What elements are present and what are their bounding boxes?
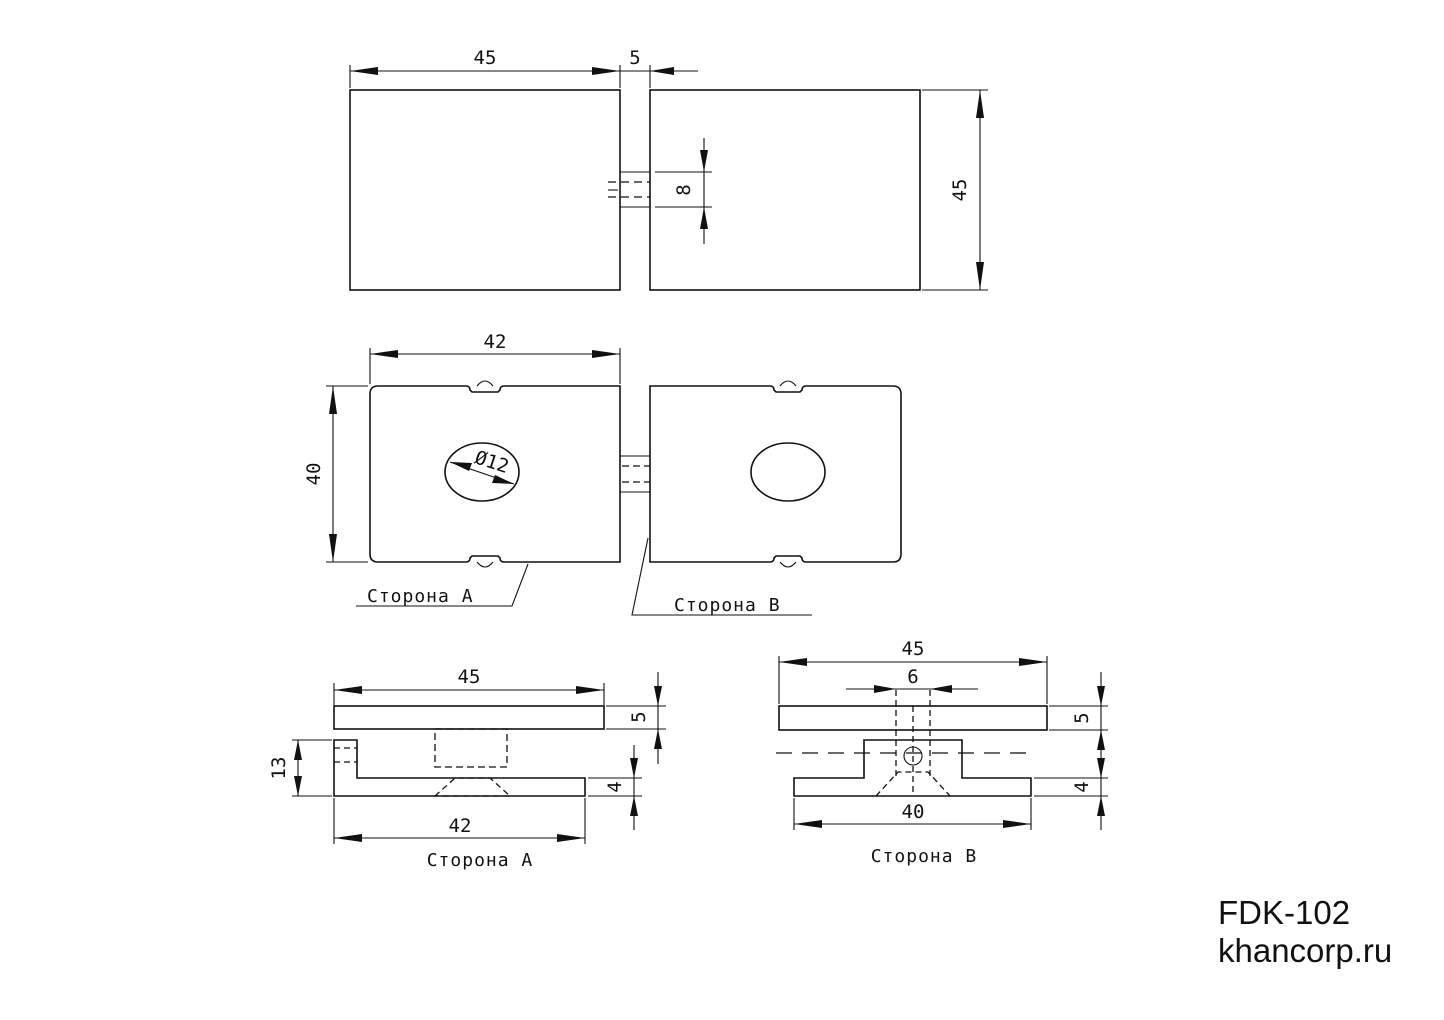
section-b-clamp-body xyxy=(793,739,1032,797)
section-b: 45 6 5 4 40 Сторона B xyxy=(776,638,1108,867)
front-dim-width: 42 xyxy=(369,331,621,384)
front-dim-hole-text: Ø12 xyxy=(472,447,511,479)
model-number: FDK-102 xyxy=(1218,894,1351,931)
front-dim-height: 40 xyxy=(303,385,368,563)
section-a-hidden-boss xyxy=(434,728,508,768)
front-hole-b xyxy=(750,442,826,502)
front-plate-b-bottom-notch xyxy=(779,561,797,568)
section-a: 45 5 13 4 42 Сторона A xyxy=(268,666,666,871)
front-dim-width-text: 42 xyxy=(484,331,507,353)
front-label-side-a: Сторона A xyxy=(356,563,529,607)
top-dim-width-text: 45 xyxy=(474,47,497,69)
top-view-pin xyxy=(608,171,650,208)
front-plate-a xyxy=(369,385,621,563)
section-a-label: Сторона A xyxy=(427,850,534,871)
section-b-dim-slot-text: 6 xyxy=(907,666,918,688)
front-plate-a-bottom-notch xyxy=(476,561,494,568)
section-a-countersink xyxy=(433,777,512,797)
section-a-dim-base-text: 4 xyxy=(604,781,626,792)
top-dim-height: 45 xyxy=(922,89,988,291)
top-dim-pin-text: 8 xyxy=(673,184,695,195)
front-plate-b-top-notch xyxy=(779,380,797,387)
front-dim-height-text: 40 xyxy=(303,463,325,486)
top-dim-gap: 5 xyxy=(620,47,698,88)
top-dim-width: 45 xyxy=(349,47,621,88)
front-label-side-b-text: Сторона B xyxy=(674,595,781,616)
top-dim-pin: 8 xyxy=(655,138,712,244)
section-b-countersink xyxy=(875,771,951,797)
section-a-glass-plate xyxy=(333,705,605,730)
front-plate-b xyxy=(649,385,902,563)
section-b-dim-top-text: 45 xyxy=(902,638,925,660)
section-b-dim-base-text: 4 xyxy=(1071,781,1093,792)
section-a-dim-bottom-text: 42 xyxy=(449,815,472,837)
front-plate-a-top-notch xyxy=(476,380,494,387)
front-hole-a xyxy=(444,442,520,502)
top-view: 45 5 45 8 xyxy=(349,47,988,291)
front-label-side-a-text: Сторона A xyxy=(367,586,474,607)
section-a-dim-top-text: 45 xyxy=(458,666,481,688)
section-b-dim-bottom-text: 40 xyxy=(902,801,925,823)
section-b-label: Сторона B xyxy=(871,846,978,867)
section-a-dim-plate-text: 5 xyxy=(628,711,650,722)
top-dim-gap-text: 5 xyxy=(629,47,640,69)
section-b-screw-hole xyxy=(903,746,923,766)
front-label-side-b: Сторона B xyxy=(631,537,812,616)
top-view-plate-b xyxy=(649,89,921,291)
website-link[interactable]: khancorp.ru xyxy=(1218,932,1393,969)
section-b-dim-plate-text: 5 xyxy=(1071,712,1093,723)
top-dim-height-text: 45 xyxy=(949,179,971,202)
front-view: Ø12 42 40 xyxy=(303,331,902,616)
section-a-dim-total-text: 13 xyxy=(268,757,290,780)
section-a-clamp-body xyxy=(333,739,586,797)
top-view-plate-a xyxy=(349,89,621,291)
front-connector xyxy=(620,455,650,493)
